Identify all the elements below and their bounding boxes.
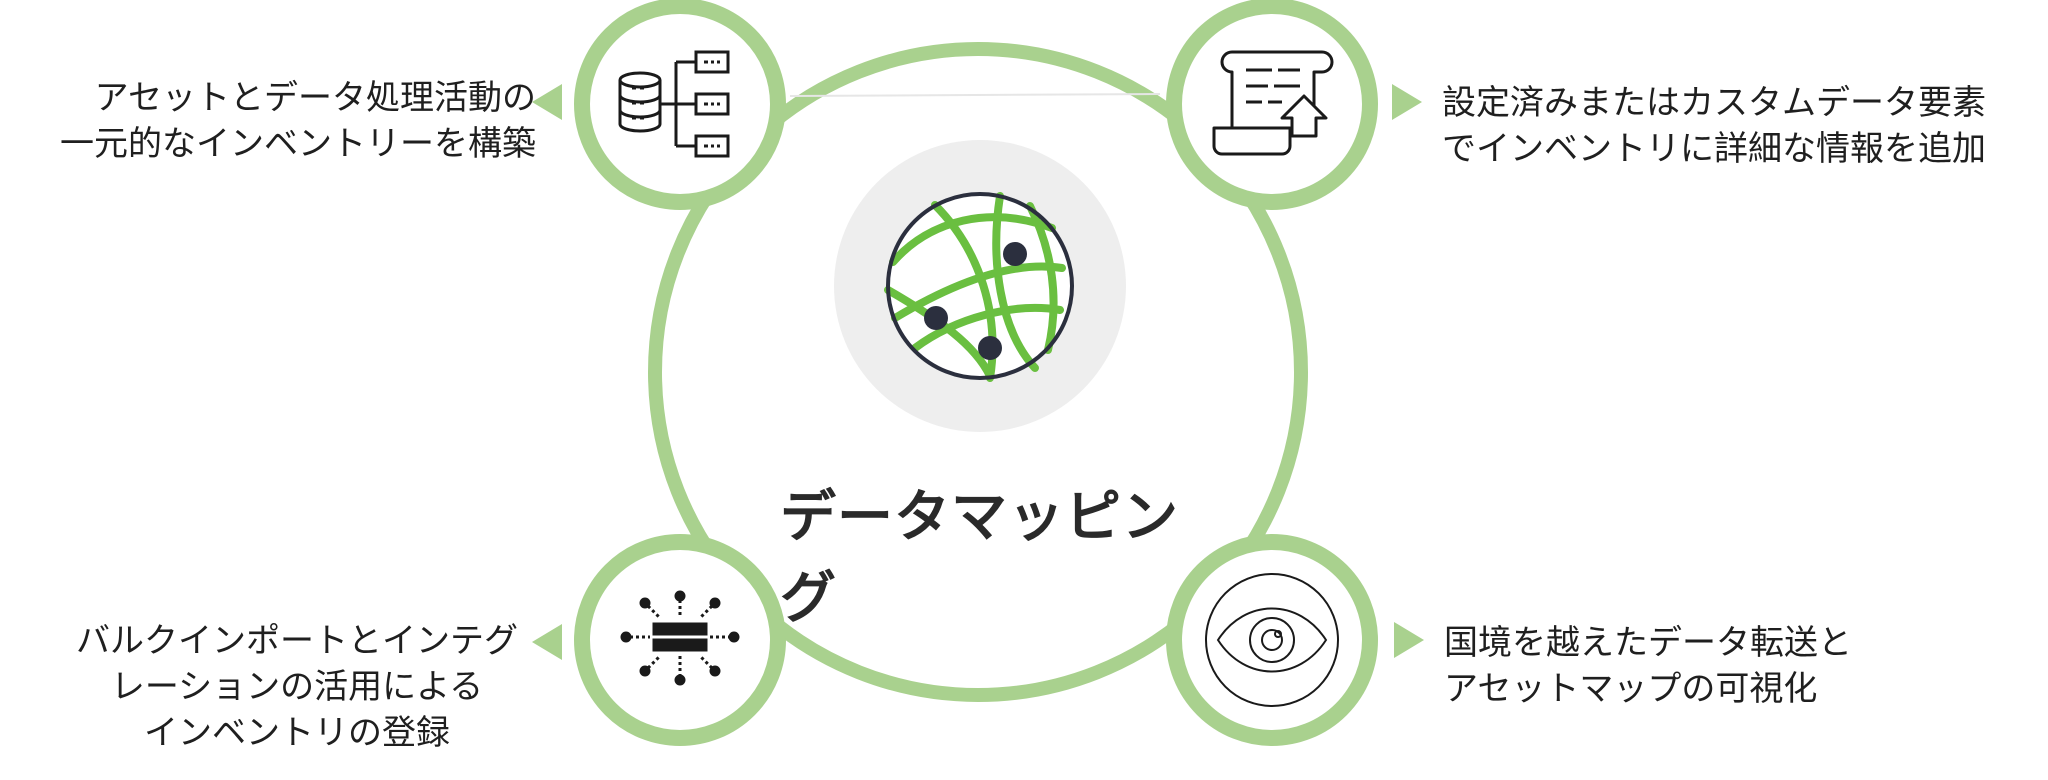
database-hierarchy-icon <box>618 50 730 158</box>
caption-line: レーションの活用による <box>110 667 484 707</box>
caption-line: アセットとデータ処理活動の <box>94 78 536 118</box>
server-integration-icon <box>620 590 740 686</box>
main-ring <box>648 42 1308 702</box>
caption-bottom-left: バルクインポートとインテグ レーションの活用による インベントリの登録 <box>76 618 518 756</box>
divider-line <box>789 93 1161 97</box>
caption-line: インベントリの登録 <box>144 713 450 753</box>
caption-top-left: アセットとデータ処理活動の 一元的なインベントリーを構築 <box>60 75 536 167</box>
node-bottom-right <box>1166 534 1378 746</box>
caption-top-right: 設定済みまたはカスタムデータ要素 でインベントリに詳細な情報を追加 <box>1442 80 1986 172</box>
arrow-top-left <box>532 84 562 120</box>
document-upload-icon <box>1212 50 1334 156</box>
caption-line: アセットマップの可視化 <box>1444 669 1818 709</box>
arrow-bottom-right <box>1394 622 1424 658</box>
caption-line: バルクインポートとインテグ <box>76 621 518 661</box>
caption-line: 国境を越えたデータ転送と <box>1444 623 1852 663</box>
globe-network-icon <box>884 192 1074 382</box>
caption-line: でインベントリに詳細な情報を追加 <box>1442 129 1986 169</box>
caption-line: 設定済みまたはカスタムデータ要素 <box>1442 83 1986 123</box>
node-top-right <box>1166 0 1378 210</box>
arrow-bottom-left <box>532 624 562 660</box>
caption-line: 一元的なインベントリーを構築 <box>60 124 536 164</box>
arrow-top-right <box>1392 84 1422 120</box>
eye-icon <box>1205 573 1339 707</box>
caption-bottom-right: 国境を越えたデータ転送と アセットマップの可視化 <box>1444 620 1852 712</box>
center-title: データマッピング <box>780 485 1179 631</box>
